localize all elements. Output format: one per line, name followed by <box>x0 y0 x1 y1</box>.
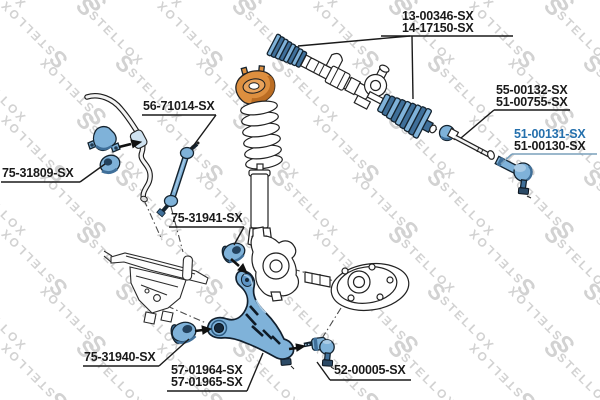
part-label-tie-rod-end: 51-00131-SX 51-00130-SX <box>514 127 586 153</box>
control-arm-part <box>206 270 295 370</box>
stabilizer-link-part <box>156 141 200 218</box>
wheel-hub-drawing <box>304 262 410 312</box>
part-label-stabilizer-link: 56-71014-SX <box>143 99 215 113</box>
part-number: 13-00346-SX <box>402 9 474 23</box>
part-label-control-arm: 57-01964-SX 57-01965-SX <box>171 363 243 389</box>
stabilizer-bar-drawing <box>84 93 153 203</box>
steering-boot-left-part <box>266 33 308 68</box>
part-label-ball-joint: 52-00005-SX <box>334 363 406 377</box>
subframe-bushing-part <box>170 321 197 344</box>
knuckle-bushing-part <box>221 242 246 264</box>
stabilizer-bushing-part <box>99 154 121 175</box>
strut-assembly-drawing <box>235 65 283 247</box>
pointer-arrow <box>288 343 307 352</box>
ball-joint-part <box>303 336 335 370</box>
part-number: 51-00755-SX <box>496 95 568 109</box>
steering-knuckle-drawing <box>250 226 300 302</box>
part-number: 14-17150-SX <box>402 21 474 35</box>
pointer-arrow <box>118 139 143 149</box>
part-label-knuckle-bushing: 75-31941-SX <box>171 211 243 225</box>
part-label-subframe-bushing: 75-31940-SX <box>84 350 156 364</box>
part-label-inner-tie-rod: 55-00132-SX 51-00755-SX <box>496 83 568 109</box>
pointer-arrows <box>118 139 307 352</box>
part-label-steering-rack: 13-00346-SX 14-17150-SX <box>402 9 474 35</box>
coil-spring <box>240 100 283 170</box>
pointer-arrow <box>230 258 248 274</box>
steering-rack-drawing <box>266 33 437 139</box>
part-number: 57-01965-SX <box>171 375 243 389</box>
part-number: 56-71014-SX <box>143 99 215 113</box>
part-number: 55-00132-SX <box>496 83 568 97</box>
inner-tie-rod-part <box>438 124 495 160</box>
part-number-link[interactable]: 51-00131-SX <box>514 127 586 141</box>
part-label-stabilizer-bushing: 75-31809-SX <box>2 166 74 180</box>
part-number: 75-31940-SX <box>84 350 156 364</box>
pointer-arrow <box>194 325 213 335</box>
part-number: 75-31941-SX <box>171 211 243 225</box>
leader-lines <box>1 35 597 392</box>
tie-rod-end-part <box>494 155 533 199</box>
part-number: 51-00130-SX <box>514 139 586 153</box>
part-number: 57-01964-SX <box>171 363 243 377</box>
steering-boot-right-part <box>377 93 437 139</box>
subframe-drawing <box>103 250 209 325</box>
stabilizer-bracket-part <box>87 125 121 153</box>
part-number: 52-00005-SX <box>334 363 406 377</box>
strut-top-mount <box>235 65 276 105</box>
part-number: 75-31809-SX <box>2 166 74 180</box>
